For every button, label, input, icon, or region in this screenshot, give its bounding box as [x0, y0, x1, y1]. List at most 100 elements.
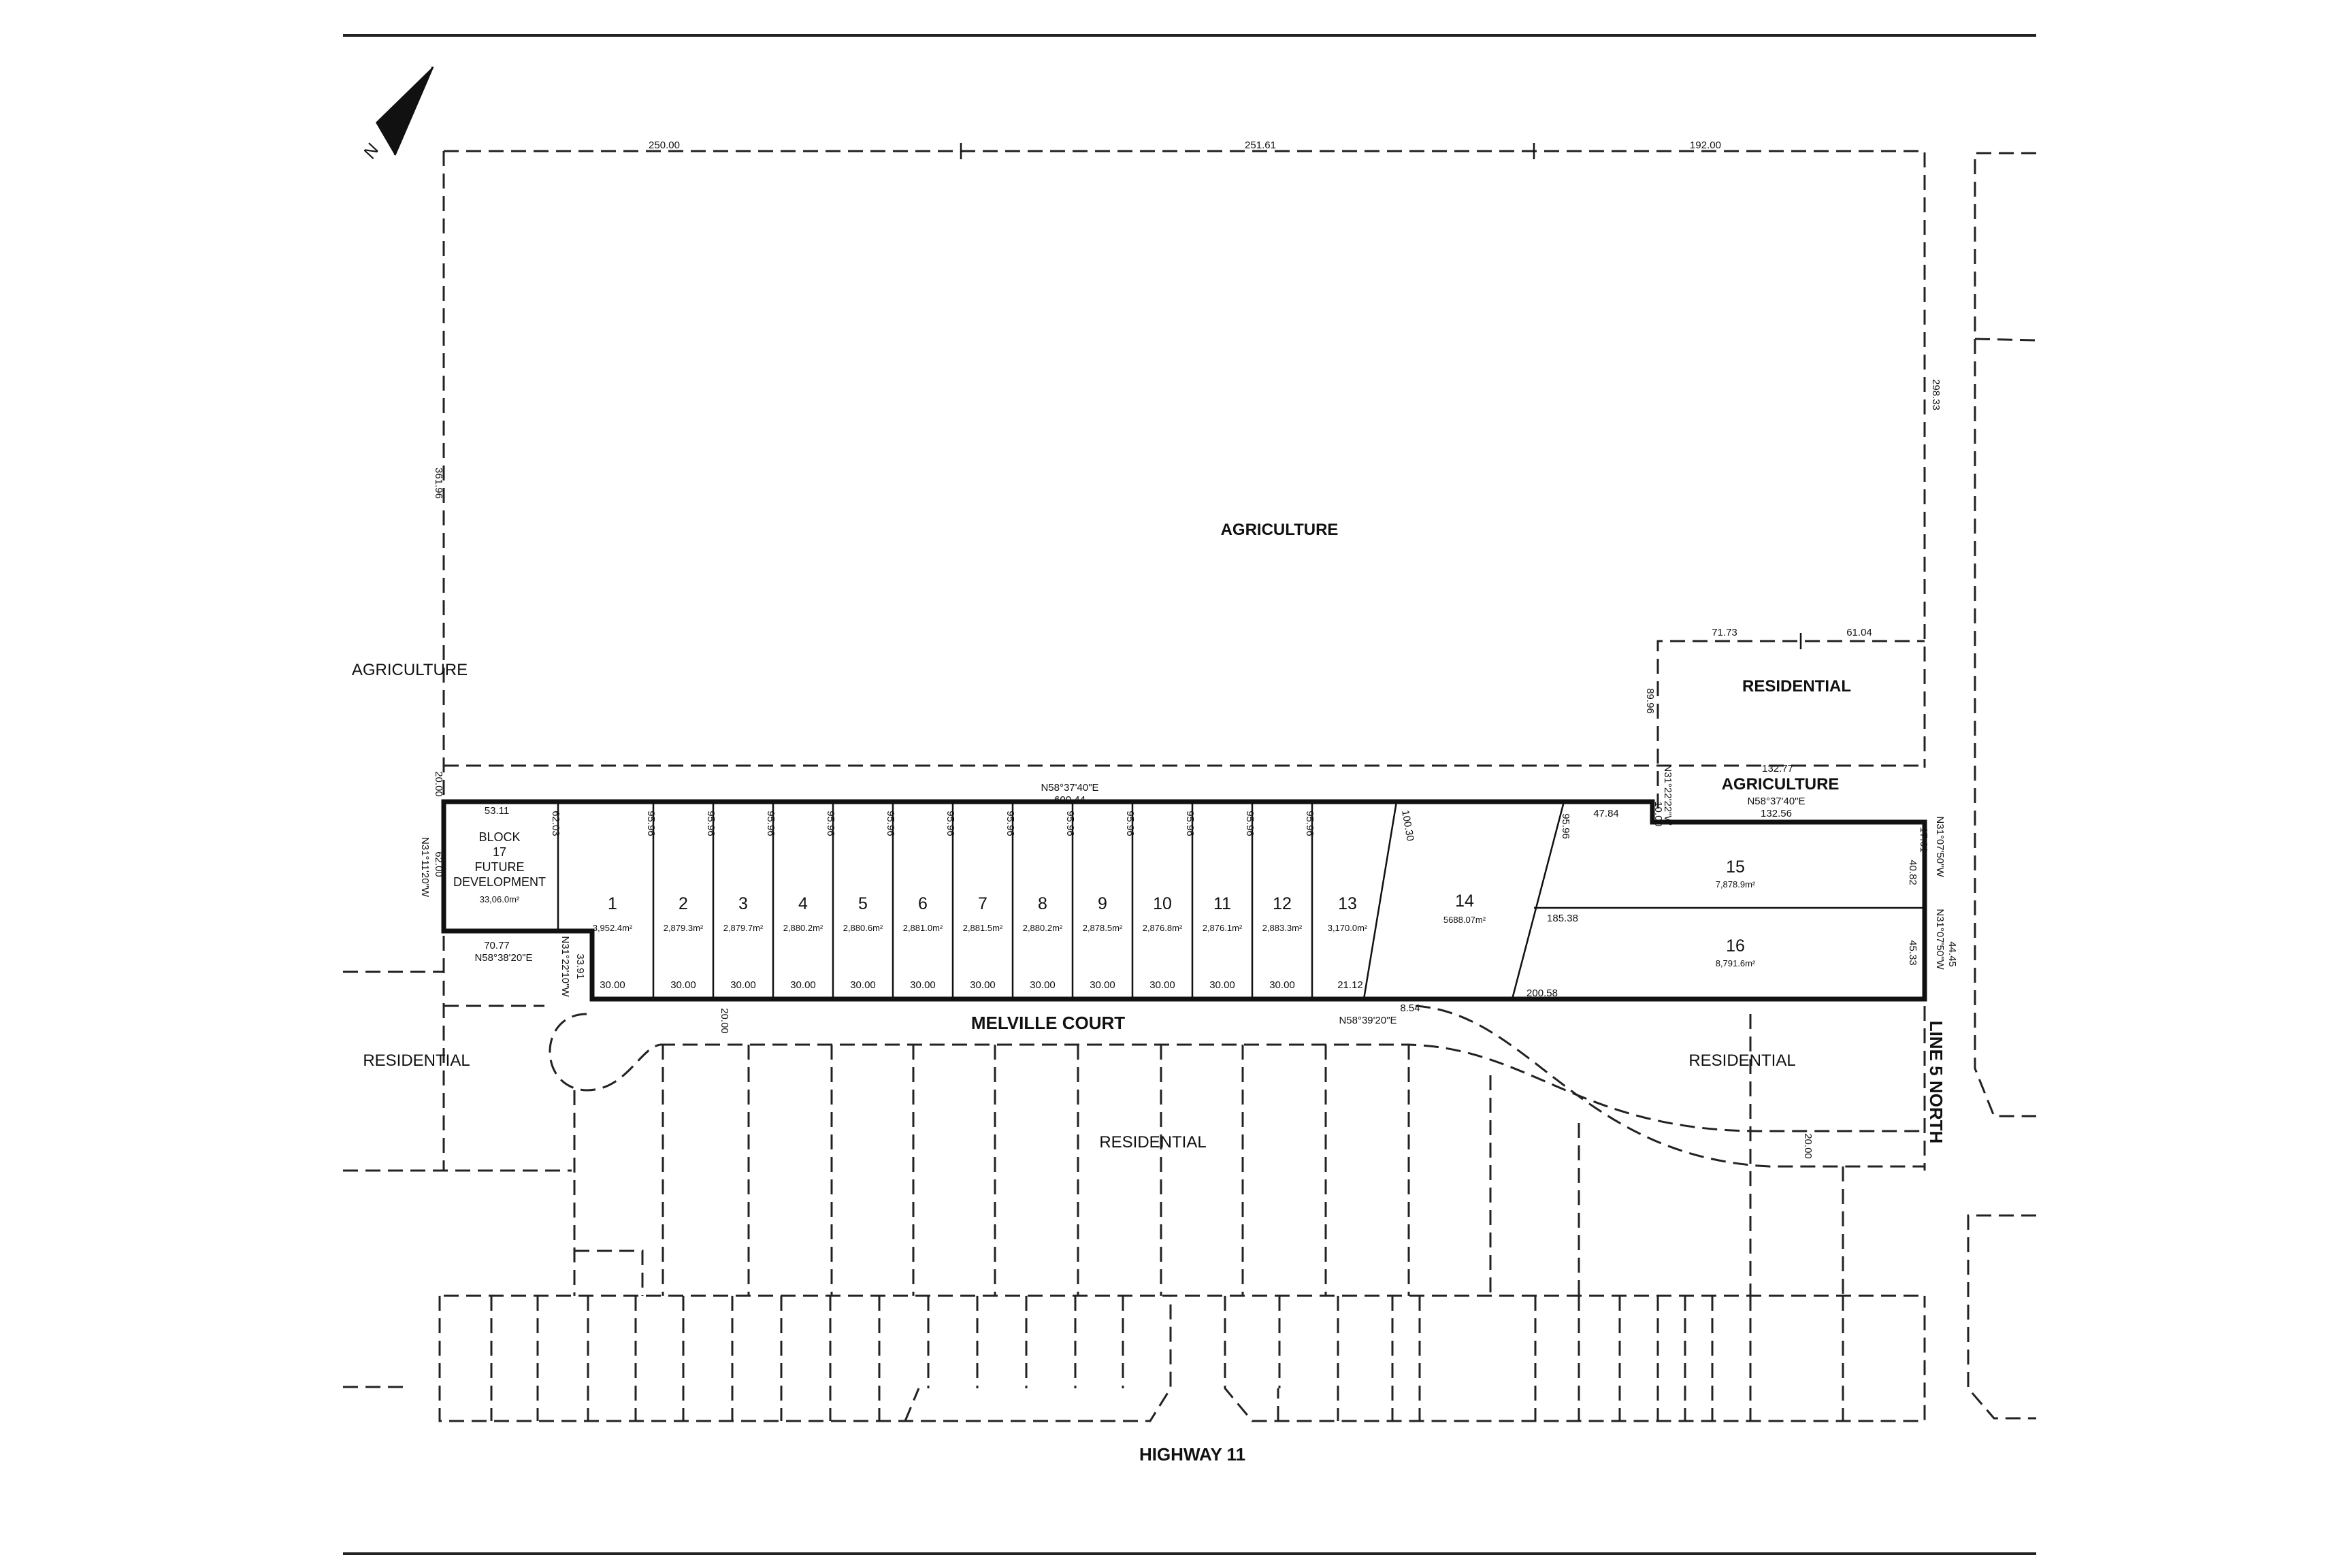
- lot-area: 2,879.7m²: [723, 923, 764, 933]
- lot-depth: 95.96: [885, 811, 896, 836]
- lot-number: 12: [1273, 894, 1292, 913]
- dim-north-bearing: N58°37'40"E: [1041, 782, 1098, 794]
- lot-area: 2,881.0m²: [903, 923, 943, 933]
- svg-text:BLOCK: BLOCK: [478, 830, 520, 844]
- dim-top-1: 250.00: [649, 140, 680, 151]
- dim-lot15-top: 47.84: [1593, 808, 1619, 819]
- lot-depth: 95.96: [1244, 811, 1256, 836]
- lot-area: 2,880.6m²: [843, 923, 883, 933]
- zone-agriculture-main: AGRICULTURE: [1221, 521, 1339, 539]
- lot-area: 3,952.4m²: [593, 923, 633, 933]
- lot-frontage: 30.00: [970, 979, 996, 991]
- dim-east-bearing-3: N31°07'50"W: [1934, 909, 1946, 970]
- lot-depth: 95.96: [825, 811, 836, 836]
- dim-east-length-3: 44.45: [1946, 941, 1958, 967]
- dim-lot14-east: 95.96: [1560, 813, 1571, 839]
- zone-residential-west: RESIDENTIAL: [363, 1051, 470, 1070]
- zone-agriculture-west: AGRICULTURE: [352, 661, 468, 679]
- dim-block-top: 53.11: [485, 805, 509, 817]
- lot-frontage: 30.00: [670, 979, 696, 991]
- dim-block-west-length: 62.00: [433, 851, 444, 877]
- svg-text:14: 14: [1455, 892, 1474, 911]
- zone-residential-south: RESIDENTIAL: [1099, 1133, 1206, 1152]
- dim-block-east-length: 33.91: [574, 953, 586, 979]
- svg-text:FUTURE: FUTURE: [475, 860, 525, 874]
- dim-south-bearing: N58°39'20"E: [1339, 1015, 1396, 1026]
- dim-block-west-bearing: N31°11'20"W: [419, 837, 431, 898]
- lot-depth: 95.96: [1184, 811, 1196, 836]
- lot-13: 13 3,170.0m²: [1328, 894, 1368, 933]
- lot-number: 5: [858, 894, 868, 913]
- dim-block-south: 70.77: [484, 940, 510, 951]
- zone-residential-east: RESIDENTIAL: [1688, 1051, 1795, 1070]
- lot-frontage: 30.00: [600, 979, 625, 991]
- lot-16: 16 8,791.6m²: [1716, 936, 1756, 968]
- north-arrow-icon: N: [359, 66, 434, 162]
- road-highway-11: HIGHWAY 11: [1139, 1444, 1245, 1465]
- lot-number: 6: [918, 894, 928, 913]
- svg-text:8,791.6m²: 8,791.6m²: [1716, 958, 1756, 968]
- dim-res-west: 71.73: [1712, 627, 1737, 638]
- svg-text:16: 16: [1726, 936, 1745, 956]
- lot-depth: 95.96: [645, 811, 657, 836]
- dim-lot13-front: 21.12: [1337, 979, 1363, 991]
- dim-east-side: 298.33: [1930, 379, 1942, 410]
- dim-notch-bearing: N31°22'22"W: [1662, 764, 1673, 826]
- lot-depth: 95.96: [945, 811, 956, 836]
- lot-number: 2: [679, 894, 688, 913]
- dim-south-road: 20.00: [1802, 1133, 1814, 1159]
- lots-layer: 13,952.4m²30.0095.9622,879.3m²30.0095.96…: [593, 811, 1368, 991]
- lot-number: 13: [1338, 894, 1357, 913]
- dim-top-3: 192.00: [1690, 140, 1721, 151]
- lot-depth: 95.96: [765, 811, 777, 836]
- dim-north-length: 600.44: [1054, 794, 1085, 806]
- lot-area: 2,878.5m²: [1083, 923, 1123, 933]
- dim-res-east: 61.04: [1846, 627, 1872, 638]
- lot-15: 15 7,878.9m²: [1716, 858, 1756, 889]
- lot-depth: 95.96: [1124, 811, 1136, 836]
- lot-area: 2,876.1m²: [1203, 923, 1243, 933]
- zone-agriculture-east: AGRICULTURE: [1722, 775, 1840, 794]
- lot-area: 3,170.0m²: [1328, 923, 1368, 933]
- zone-residential-ne: RESIDENTIAL: [1742, 677, 1851, 696]
- svg-text:7,878.9m²: 7,878.9m²: [1716, 879, 1756, 889]
- road-line-5-north: LINE 5 NORTH: [1926, 1021, 1946, 1144]
- dim-lot16-bottom: 200.58: [1526, 987, 1558, 999]
- dim-block-row: 20.00: [433, 771, 444, 797]
- road-melville-court: MELVILLE COURT: [971, 1013, 1125, 1033]
- subdivision-boundary: [441, 799, 1927, 1002]
- lot-number: 7: [978, 894, 987, 913]
- lot-area: 2,883.3m²: [1262, 923, 1303, 933]
- lot-frontage: 30.00: [790, 979, 816, 991]
- dim-road-width: 20.00: [719, 1008, 730, 1034]
- lot-frontage: 30.00: [1090, 979, 1115, 991]
- surrounding-parcel-lines: [343, 143, 2037, 1422]
- block-17: BLOCK 17 FUTURE DEVELOPMENT 33,06.0m²: [453, 830, 546, 904]
- dim-block-south-bearing: N58°38'20"E: [474, 952, 532, 964]
- lot-frontage: 30.00: [850, 979, 876, 991]
- lot-frontage: 30.00: [1149, 979, 1175, 991]
- dim-east-bearing-2: N31°07'50"W: [1934, 816, 1946, 877]
- lot-5: 5 2,880.6m² 30.00 95.96: [843, 811, 896, 991]
- dim-east-length: 132.56: [1761, 808, 1792, 819]
- svg-text:DEVELOPMENT: DEVELOPMENT: [453, 875, 546, 889]
- lot-area: 2,881.5m²: [963, 923, 1003, 933]
- lot-depth: 95.96: [1064, 811, 1076, 836]
- svg-text:15: 15: [1726, 858, 1745, 877]
- lot-number: 10: [1153, 894, 1172, 913]
- dim-curve-length: 8.54: [1400, 1002, 1420, 1014]
- lot-depth: 95.96: [1004, 811, 1016, 836]
- dim-res-side: 89.96: [1644, 688, 1656, 714]
- lot-14: 14 5688.07m²: [1443, 892, 1486, 925]
- svg-text:33,06.0m²: 33,06.0m²: [480, 894, 520, 904]
- dim-lot14-west: 100.30: [1399, 809, 1416, 842]
- dim-east-lot16: 45.33: [1907, 940, 1918, 966]
